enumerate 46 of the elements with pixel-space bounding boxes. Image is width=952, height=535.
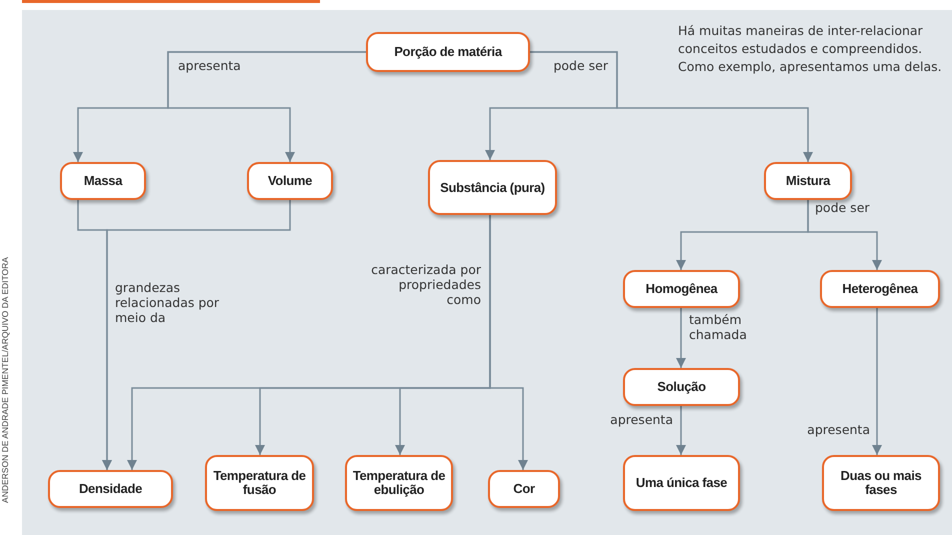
concept-label: Porção de matéria: [394, 45, 502, 59]
edge-label: apresenta: [178, 58, 241, 73]
concept-label: Temperatura de fusão: [212, 469, 307, 497]
concept-label: Massa: [84, 174, 122, 188]
concept-box: [820, 270, 940, 308]
concept-box: [247, 162, 333, 200]
credit-text: ANDERSON DE ANDRADE PIMENTEL/ARQUIVO DA EDITORA: [0, 256, 10, 505]
concept-label: Cor: [513, 482, 535, 496]
note-text: Há muitas maneiras de inter-relacionar conceitos estudados e compreendidos. Como exemplo, apresentamos uma delas.: [678, 22, 943, 76]
concept-label: Duas ou mais fases: [840, 469, 922, 497]
arrow: [676, 406, 686, 455]
edge-label: grandezas relacionadas por meio da: [115, 280, 220, 325]
edge-label: apresenta: [610, 412, 673, 427]
arrow: [102, 200, 291, 470]
concept-label: Mistura: [786, 174, 830, 188]
concept-label: Substância (pura): [440, 180, 545, 194]
concept-label: Temperatura de ebulição: [352, 469, 446, 497]
edge-label: caracterizada por propriedades como: [371, 262, 481, 307]
concept-box: [822, 455, 940, 511]
concept-label: Volume: [268, 174, 312, 188]
concept-label: Homogênea: [646, 282, 718, 296]
concept-box: [764, 162, 852, 200]
edge-label: também chamada: [689, 312, 748, 342]
concept-box: [366, 32, 530, 72]
concept-box: [48, 470, 173, 508]
concept-box: [488, 470, 560, 508]
concept-label: Heterogênea: [842, 282, 918, 296]
concept-box: [623, 455, 740, 511]
concept-box: [345, 455, 453, 511]
arrow: [676, 308, 686, 368]
concept-label: Solução: [657, 380, 706, 394]
arrow: [530, 51, 813, 162]
edge-label: pode ser: [553, 58, 608, 73]
arrow: [167, 51, 366, 162]
concept-label: Densidade: [78, 482, 142, 496]
concept-box: [205, 455, 314, 511]
concept-box: [623, 270, 740, 308]
arrow: [807, 200, 882, 270]
arrow: [872, 308, 882, 455]
edge-label: apresenta: [807, 422, 870, 437]
arrow: [489, 215, 528, 470]
concept-box: [623, 368, 740, 406]
concept-box: [428, 160, 557, 215]
edge-label: pode ser: [815, 200, 870, 215]
concept-label: Uma única fase: [636, 476, 728, 490]
concept-box: [60, 162, 146, 200]
